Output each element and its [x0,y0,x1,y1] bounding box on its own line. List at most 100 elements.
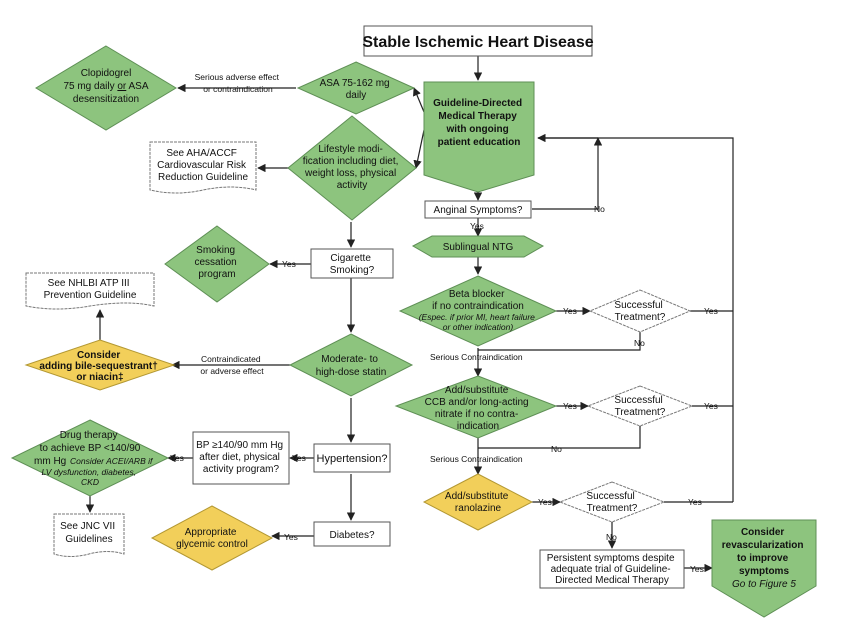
edge-label: Yes [284,532,298,542]
ncep-line: Prevention Guideline [44,290,137,301]
revasc-line: revascularization [722,540,804,551]
lifestyle-line: weight loss, physical [304,168,396,179]
svg-text:Successful Treatment?: Successful Treatment? [614,300,665,323]
bile-line: or niacin‡ [76,372,123,383]
drug-note: Consider ACEI/ARB if [70,456,154,466]
svg-text:BP ≥140/90 mm Hg after d: BP ≥140/90 mm Hg after diet, physical ac… [196,440,286,475]
clopidogrel-line: desensitization [73,94,139,105]
svg-text:Lifestyle modi- fication: Lifestyle modi- fication including diet,… [303,144,401,191]
bp-line: BP ≥140/90 mm Hg [196,440,283,451]
edge-label: Yes [292,453,306,463]
sublingual-node: Sublingual NTG [411,235,545,258]
edge-label: or contraindication [203,84,273,94]
svg-text:Cigarette Smoking?: Cigarette Smoking? [330,253,375,276]
drug-unit: mm Hg [34,456,66,467]
svg-text:See AHA/ACCF Cardiovascu: See AHA/ACCF Cardiovascular Risk Reducti… [157,148,249,183]
drug-note: CKD [81,477,99,487]
revasc-line: symptoms [739,566,789,577]
gdmt-line: with ongoing [446,124,509,135]
svg-text:Moderate- to high-dose s: Moderate- to high-dose statin [316,354,387,378]
revasc-note: Go to Figure 5 [732,579,796,590]
smoking-cessation-node: Smoking cessation program [164,225,270,303]
sublingual-label: Sublingual NTG [443,242,514,253]
edge-label: Yes [704,401,718,411]
ccb-line: nitrate if no contra- [435,409,518,420]
bile-line: adding bile-sequestrant† [39,361,157,372]
edge-label: Yes [470,221,484,231]
revasc-line: Consider [741,527,784,538]
drug-line: to achieve BP <140/90 [40,443,141,454]
edge-label: Yes [282,259,296,269]
succ3-line: Treatment? [587,503,638,514]
edge-label: Yes [538,497,552,507]
glycemic-line: glycemic control [176,539,248,550]
edge-label: Yes [690,564,704,574]
svg-text:Contraindicated or adver: Contraindicated or adverse effect [200,354,264,376]
lifestyle-line: Lifestyle modi- [318,144,382,155]
title-box: Stable Ischemic Heart Disease [362,25,594,57]
edge-label: Yes [704,306,718,316]
ccb-line: indication [457,421,499,432]
jnc-guideline-doc: See JNC VII Guidelines [53,513,125,557]
bp-line: activity program? [203,464,280,475]
svg-text:75 mg daily or ASA: 75 mg daily or ASA [63,81,148,92]
ccb-node: Add/substitute CCB and/or long-acting ni… [394,375,558,439]
lifestyle-line: fication including diet, [303,156,399,167]
svg-text:See JNC VII Guidelines: See JNC VII Guidelines [60,521,118,545]
svg-text:Consider revascularizati: Consider revascularization to improve sy… [722,527,807,577]
ncep-line: See NHLBI ATP III [48,278,130,289]
anginal-label: Anginal Symptoms? [434,205,523,216]
asa-line: ASA 75-162 mg [320,78,390,89]
edge-label: No [551,444,562,454]
glycemic-node: Appropriate glycemic control [150,505,274,571]
connectors [85,56,734,573]
edge-label: Yes [563,401,577,411]
succ1-line: Treatment? [615,312,666,323]
cessation-line: program [198,269,235,280]
glycemic-line: Appropriate [185,527,237,538]
edge-label: No [634,338,645,348]
svg-text:Serious adverse effect o: Serious adverse effect or contraindicati… [195,72,282,94]
ran-line: ranolazine [455,503,502,514]
persistent-node: Persistent symptoms despite adequate tri… [539,549,685,589]
svg-text:Persistent symptoms despite: Persistent symptoms despite adequate tri… [547,553,678,586]
succ1-line: Successful [614,300,662,311]
jnc-line: See JNC VII [60,521,115,532]
aha-guideline-doc: See AHA/ACCF Cardiovascular Risk Reducti… [149,141,257,194]
svg-text:Smoking cessation: Smoking cessation program [194,245,239,280]
svg-text:Guideline-Directed Medic: Guideline-Directed Medical Therapy with … [433,98,525,148]
edge-label: Serious Contraindication [430,352,523,362]
page-title: Stable Ischemic Heart Disease [362,34,593,51]
gdmt-node: Guideline-Directed Medical Therapy with … [423,81,535,193]
asa-node: ASA 75-162 mg daily [296,61,416,115]
aha-line: See AHA/ACCF [166,148,237,159]
svg-text:Add/substitute CCB and/o: Add/substitute CCB and/or long-acting ni… [425,385,532,432]
clopidogrel-line: Clopidogrel [81,68,132,79]
successful-treatment-2: Successful Treatment? [586,385,694,427]
succ2-line: Successful [614,395,662,406]
lifestyle-line: activity [337,180,368,191]
ran-line: Add/substitute [445,491,509,502]
edge-labels: Serious adverse effect or contraindicati… [170,72,718,574]
ranolazine-node: Add/substitute ranolazine [422,473,534,531]
drug-line: Drug therapy [60,430,118,441]
diabetes-node: Diabetes? [313,521,391,547]
ncep-guideline-doc: See NHLBI ATP III Prevention Guideline [25,272,155,310]
beta-note: or other indication) [443,322,514,332]
edge-label: No [606,532,617,542]
clopidogrel-or: or [117,81,127,92]
svg-text:Clopidogrel: Clopidogrel [81,68,132,79]
svg-text:Beta blocker if no contr: Beta blocker if no contraindication [432,289,524,312]
svg-text:Successful Treatment?: Successful Treatment? [614,395,665,418]
persistent-line: adequate trial of Guideline- [551,564,671,575]
aha-line: Cardiovascular Risk [157,160,247,171]
asa-line: daily [346,90,367,101]
revascularization-node: Consider revascularization to improve sy… [711,519,817,618]
successful-treatment-3: Successful Treatment? [558,481,666,523]
beta-line: Beta blocker [449,289,505,300]
edge-label: Serious adverse effect [195,72,280,82]
svg-text:Add/substitute ranolazin: Add/substitute ranolazine [445,491,511,514]
cessation-line: cessation [194,257,236,268]
edge-label: No [594,204,605,214]
